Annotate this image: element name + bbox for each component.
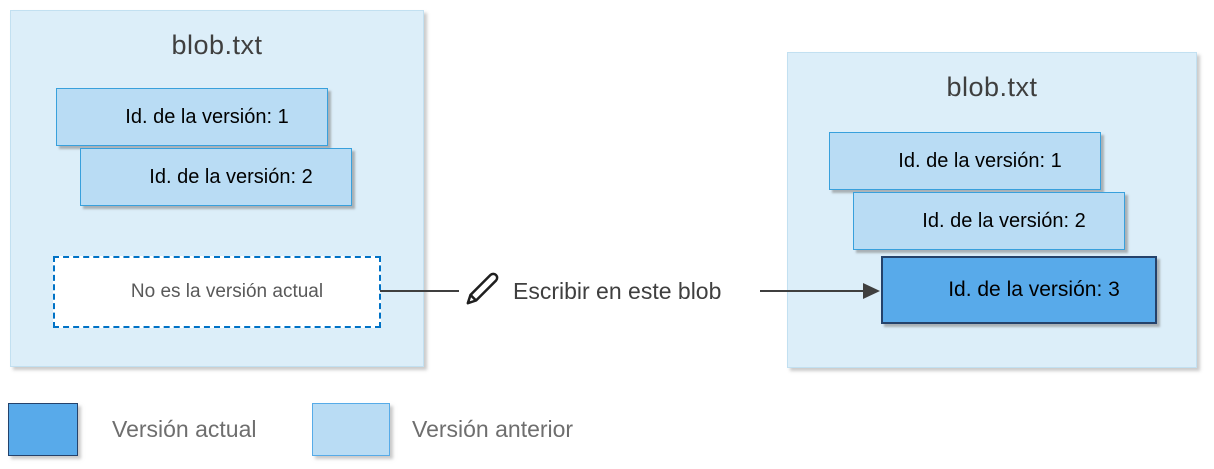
version-box-2-right: Id. de la versión: 2 (853, 192, 1125, 250)
version-box-1-left: Id. de la versión: 1 (56, 88, 328, 146)
legend-label-current: Versión actual (112, 416, 257, 442)
blob-title-left: blob.txt (171, 30, 263, 60)
version-box-1-right: Id. de la versión: 1 (829, 132, 1101, 190)
blob-title-right: blob.txt (946, 72, 1038, 102)
pencil-icon (466, 272, 499, 305)
blob-container-right: blob.txt Id. de la versión: 1 Id. de la … (787, 52, 1197, 368)
legend-swatch-previous (312, 403, 390, 456)
legend-swatch-current (8, 403, 78, 456)
legend-label-previous: Versión anterior (412, 416, 574, 442)
write-action-label: Escribir en este blob (513, 278, 722, 304)
blob-container-left: blob.txt Id. de la versión: 1 Id. de la … (10, 10, 424, 367)
version-box-3-current: Id. de la versión: 3 (881, 256, 1157, 324)
version-box-2-left: Id. de la versión: 2 (80, 148, 352, 206)
non-current-version-box: No es la versión actual (53, 256, 381, 328)
